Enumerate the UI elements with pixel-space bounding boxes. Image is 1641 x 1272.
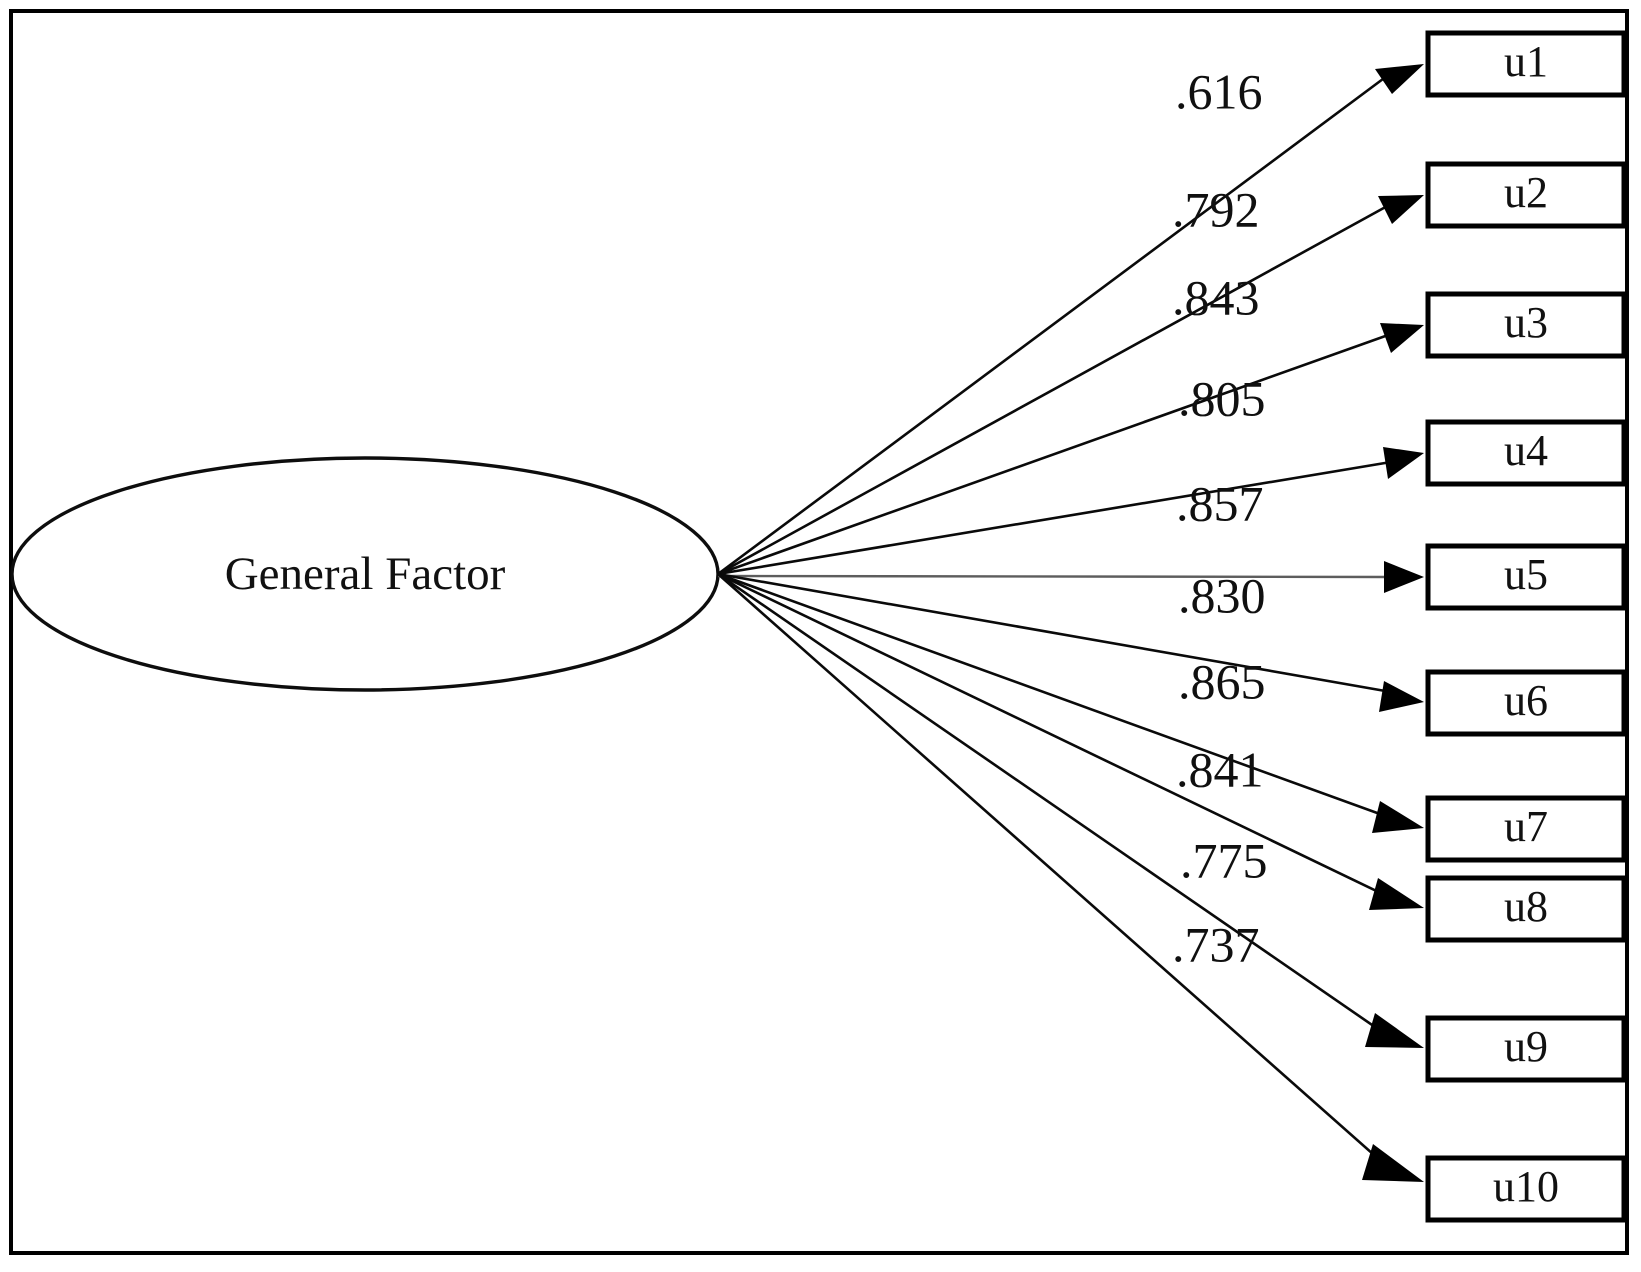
indicator-u6[interactable]: u6: [1425, 669, 1627, 737]
indicator-label-u10: u10: [1493, 1162, 1559, 1211]
loading-path-u3[interactable]: [717, 323, 1424, 576]
indicator-u1[interactable]: u1: [1425, 30, 1627, 98]
loading-label-u9: .775: [1180, 832, 1268, 888]
loading-label-u10: .737: [1172, 916, 1260, 972]
indicator-u9[interactable]: u9: [1425, 1015, 1627, 1083]
arrowhead-icon: [1384, 561, 1424, 593]
loading-path-u10[interactable]: [717, 573, 1424, 1182]
latent-variable-general-factor[interactable]: General Factor: [10, 456, 720, 692]
indicator-u2[interactable]: u2: [1425, 161, 1627, 229]
loading-path-u2[interactable]: [717, 195, 1424, 576]
indicator-u8[interactable]: u8: [1425, 875, 1627, 943]
figure-border: [9, 9, 1629, 1255]
loading-path-u6[interactable]: [717, 572, 1424, 712]
indicator-u5[interactable]: u5: [1425, 543, 1627, 611]
loading-label-u1: .616: [1175, 63, 1263, 119]
loading-path-u8[interactable]: [717, 572, 1424, 910]
indicator-label-u1: u1: [1504, 37, 1548, 86]
indicator-u7[interactable]: u7: [1425, 795, 1627, 863]
indicator-label-u3: u3: [1504, 298, 1548, 347]
loading-label-u2: .792: [1172, 181, 1260, 237]
loading-label-u5: .857: [1176, 475, 1264, 531]
indicator-u10[interactable]: u10: [1425, 1155, 1627, 1223]
indicator-label-u6: u6: [1504, 676, 1548, 725]
loading-label-u4: .805: [1178, 370, 1266, 426]
arrowhead-icon: [1372, 801, 1424, 833]
indicator-u4[interactable]: u4: [1425, 419, 1627, 487]
loading-labels-group: .616 .792 .843 .805 .857 .830 .865 .841 …: [1172, 63, 1268, 972]
general-factor-label: General Factor: [225, 548, 506, 600]
loading-label-u6: .830: [1178, 567, 1266, 623]
loading-path-u1[interactable]: [717, 64, 1424, 576]
indicator-label-u9: u9: [1504, 1022, 1548, 1071]
arrowhead-icon: [1379, 681, 1424, 712]
loading-path-u4[interactable]: [717, 447, 1424, 576]
loading-path-u9[interactable]: [717, 572, 1424, 1048]
arrowhead-icon: [1369, 878, 1424, 910]
arrowhead-icon: [1362, 1144, 1424, 1182]
indicator-label-u7: u7: [1504, 802, 1548, 851]
indicator-boxes-group: u1 u2 u3 u4 u5 u6: [1425, 30, 1627, 1223]
arrowhead-icon: [1378, 195, 1424, 224]
loading-label-u7: .865: [1178, 653, 1266, 709]
loading-path-u5[interactable]: [717, 561, 1424, 593]
loading-paths-group: [717, 64, 1424, 1182]
loading-label-u8: .841: [1176, 741, 1264, 797]
indicator-label-u4: u4: [1504, 426, 1548, 475]
loading-label-u3: .843: [1172, 269, 1260, 325]
arrowhead-icon: [1383, 447, 1424, 479]
arrowhead-icon: [1365, 1013, 1424, 1048]
arrowhead-icon: [1375, 64, 1424, 94]
loading-path-u7[interactable]: [717, 572, 1424, 833]
indicator-label-u2: u2: [1504, 168, 1548, 217]
indicator-label-u5: u5: [1504, 550, 1548, 599]
indicator-label-u8: u8: [1504, 882, 1548, 931]
arrowhead-icon: [1380, 323, 1424, 353]
indicator-u3[interactable]: u3: [1425, 291, 1627, 359]
